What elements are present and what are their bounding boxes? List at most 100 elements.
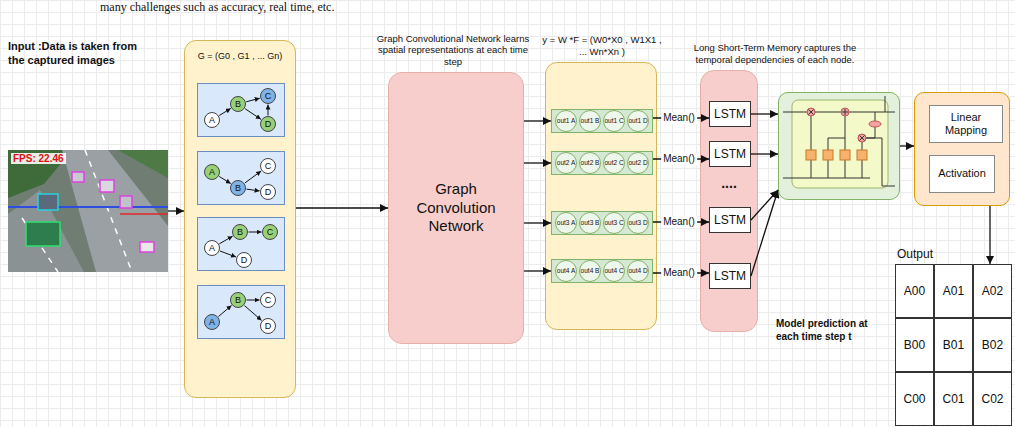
box-label: Activation	[938, 167, 986, 180]
connector-arrow	[249, 232, 262, 233]
drawing-part	[806, 150, 816, 160]
edge-label: Mean()	[661, 112, 697, 124]
output-value: out3 C	[604, 220, 623, 227]
connector-arrow	[751, 190, 778, 276]
cut-off-text: many challenges such as accuracy, real t…	[100, 1, 334, 14]
drawing-part	[62, 150, 168, 272]
drawing-part	[840, 150, 850, 160]
graph-vertex: C	[260, 88, 276, 104]
graph-vertex: D	[260, 116, 276, 132]
node-output-circle: out1 C	[603, 110, 625, 132]
table-cell: C00	[895, 372, 934, 426]
output-value: out1 D	[628, 118, 647, 125]
output-value: out4 D	[628, 268, 647, 275]
output-value: out2 B	[581, 160, 600, 167]
connector-arrow	[245, 171, 261, 183]
drawing-part	[807, 108, 815, 116]
table-cell: C01	[934, 372, 973, 426]
box-label: Linear Mapping	[930, 111, 1002, 137]
vertex-letter: D	[265, 322, 272, 331]
output-value: out2 C	[604, 160, 623, 167]
connector-arrow	[524, 120, 551, 121]
connector-arrow	[524, 270, 551, 271]
lstm-unit: LSTM	[709, 207, 751, 233]
vertex-letter: A	[209, 244, 215, 253]
output-value: out3 B	[581, 220, 600, 227]
vertex-letter: A	[209, 116, 215, 125]
connector-arrow	[989, 206, 990, 264]
fps-counter: FPS: 22.46	[11, 153, 66, 164]
drawing-part	[885, 96, 886, 112]
node-feature-row: out4 Aout4 Bout4 Cout4 D	[551, 259, 653, 283]
node-output-circle: out2 C	[603, 152, 625, 174]
table-cell: B00	[895, 318, 934, 372]
node-output-circle: out2 B	[579, 152, 601, 174]
graph-snapshot: ABCD	[197, 217, 285, 271]
drawing-part	[120, 213, 168, 215]
drawing-part	[845, 116, 846, 150]
vertex-letter: B	[235, 184, 241, 193]
output-value: out1 C	[604, 118, 623, 125]
drawing-part	[792, 100, 888, 188]
drawing-part	[828, 160, 829, 178]
node-output-circle: out3 D	[627, 212, 649, 234]
connector-arrow	[268, 105, 269, 116]
vertex-letter: C	[265, 296, 272, 305]
node-output-circle: out3 B	[579, 212, 601, 234]
output-layer: Linear MappingActivation	[914, 92, 1010, 206]
lstm-label: LSTM	[714, 213, 746, 227]
table-cell: A00	[895, 264, 934, 318]
vertex-letter: D	[241, 256, 248, 265]
edge-label: Mean()	[661, 267, 697, 279]
output-value: out3 A	[557, 220, 575, 227]
drawing-part	[809, 110, 814, 115]
table-cell: A01	[934, 264, 973, 318]
traffic-camera-image	[8, 150, 168, 272]
lstm-cell	[778, 92, 900, 200]
drawing-part	[875, 112, 876, 121]
drawing-part	[85, 150, 132, 272]
drawing-part	[778, 92, 900, 200]
vertex-letter: C	[265, 162, 272, 171]
output-heading: Output	[897, 247, 967, 261]
graph-snapshot: ABCD	[197, 285, 285, 339]
drawing-part	[875, 127, 876, 138]
edge-label: Mean()	[661, 216, 697, 228]
vertex-letter: B	[237, 228, 243, 237]
node-output-circle: out3 C	[603, 212, 625, 234]
drawing-part	[857, 150, 867, 160]
ellipsis: ....	[717, 176, 741, 190]
lstm-unit: LSTM	[709, 263, 751, 289]
lstm-caption: Long Short-Term Memory captures the temp…	[687, 42, 863, 65]
drawing-part	[809, 110, 814, 115]
edge-label: Mean()	[661, 153, 697, 165]
vertex-letter: B	[235, 100, 241, 109]
drawing-part	[120, 196, 132, 208]
gcn-caption: Graph Convolutional Network learns spati…	[375, 33, 531, 67]
node-output-circle: out1 D	[627, 110, 649, 132]
drawing-part	[8, 206, 168, 208]
node-output-circle: out1 A	[555, 110, 577, 132]
node-output-circle: out2 A	[555, 152, 577, 174]
lstm-panel: LSTMLSTMLSTMLSTMLong Short-Term Memory c…	[700, 70, 758, 332]
drawing-part	[845, 109, 846, 115]
graph-formula: G = (G0 , G1 , ... Gn)	[189, 51, 291, 62]
lstm-unit: LSTM	[709, 101, 751, 127]
vertex-letter: A	[209, 168, 215, 177]
table-cell: C02	[973, 372, 1012, 426]
connector-arrow	[219, 176, 231, 183]
drawing-part	[845, 160, 846, 178]
connector-arrow	[751, 113, 778, 114]
graph-vertex: B	[230, 180, 246, 196]
lstm-cell-drawing	[778, 92, 900, 200]
table-cell: A02	[973, 264, 1012, 318]
output-value: out2 A	[557, 160, 575, 167]
drawing-part	[72, 172, 84, 182]
vertex-letter: D	[265, 120, 272, 129]
output-value: out4 A	[557, 268, 575, 275]
graph-snapshot: A B C D	[197, 83, 285, 137]
lstm-label: LSTM	[714, 107, 746, 121]
lstm-label: LSTM	[714, 269, 746, 283]
drawing-part	[8, 190, 84, 272]
